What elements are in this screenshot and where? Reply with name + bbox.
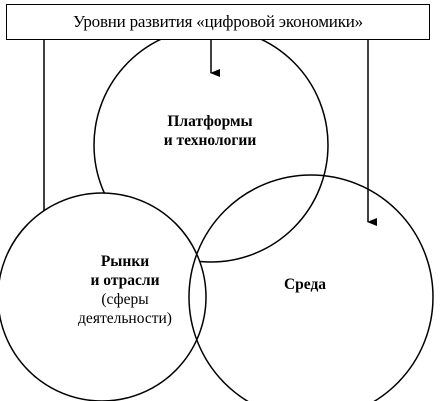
title-box: Уровни развития «цифровой экономики» — [6, 4, 430, 40]
environment-circle — [188, 174, 434, 401]
markets-label-line2: и отрасли — [90, 272, 160, 289]
environment-label-line1: Среда — [283, 276, 327, 293]
markets-label-line1: Рынки — [100, 253, 150, 270]
markets-circle — [0, 192, 207, 401]
platforms-label-line2: и технологии — [163, 132, 257, 149]
diagram-title: Уровни развития «цифровой экономики» — [73, 12, 363, 31]
platforms-label: Платформы и технологии — [150, 112, 270, 150]
markets-label-line4: деятельности) — [78, 310, 172, 327]
environment-label: Среда — [255, 275, 355, 294]
markets-label-line3: (сферы — [101, 291, 149, 308]
markets-label: Рынки и отрасли (сферы деятельности) — [55, 252, 195, 328]
platforms-label-line1: Платформы — [167, 113, 253, 130]
